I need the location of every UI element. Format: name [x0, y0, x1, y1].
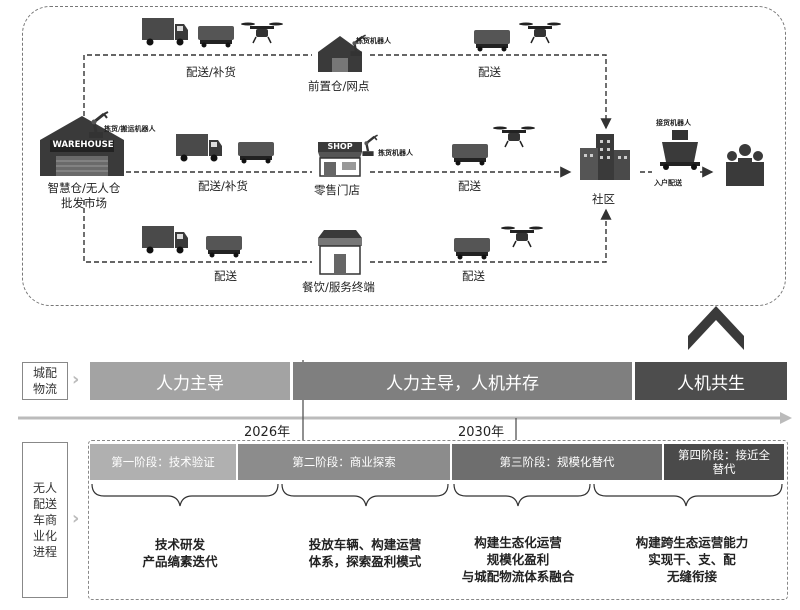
- bot-node-label: 餐饮/服务终端: [302, 280, 375, 294]
- stage4-text: 构建跨生态运营能力 实现干、支、配 无缝衔接: [612, 534, 772, 585]
- year-2026: 2026年: [244, 425, 291, 440]
- edge-top-right: [370, 54, 612, 130]
- edge-bot-right: [370, 208, 612, 263]
- stage3-line2: 规模化盈利: [486, 552, 550, 567]
- stage4-line3: 无缝衔接: [666, 569, 717, 584]
- stage4-line2: 实现干、支、配: [648, 552, 736, 567]
- row2-chevron: ›: [72, 508, 80, 529]
- stage4-line1: 构建跨生态运营能力: [635, 535, 749, 550]
- stage2-head: 第二阶段：商业探索: [238, 444, 450, 480]
- stages-frame: [88, 440, 788, 600]
- warehouse-label-1: 智慧仓/无人仓: [47, 181, 121, 195]
- stage2-line2: 体系，探索盈利模式: [308, 554, 422, 569]
- stage3-line3: 与城配物流体系融合: [461, 569, 575, 584]
- row1-chevron: ›: [72, 369, 80, 390]
- stage3-head: 第三阶段：规模化替代: [452, 444, 662, 480]
- top-edge-label-1: 配送/补货: [186, 65, 236, 79]
- edge-top-left: [83, 54, 312, 140]
- bot-edge-label-2: 配送: [462, 269, 485, 283]
- mid-node-label: 零售门店: [314, 183, 360, 197]
- up-chevron-icon: [688, 306, 744, 350]
- row2-title: 无人配送车商业化进程: [32, 481, 57, 559]
- band-human-machine: 人力主导，人机并存: [293, 362, 632, 400]
- store-icon: [318, 230, 362, 275]
- year-2030: 2030年: [458, 425, 505, 440]
- stage1-head: 第一阶段：技术验证: [90, 444, 236, 480]
- edge-bot-left: [83, 200, 312, 263]
- people-icon: [726, 144, 764, 186]
- stage1-text: 技术研发 产品缟素迭代: [110, 536, 250, 570]
- warehouse-sign: WAREHOUSE: [52, 140, 114, 150]
- stage1-line1: 技术研发: [154, 537, 205, 552]
- top-robot-label: 拣货机器人: [356, 37, 391, 45]
- warehouse-robot-label: 拣货/搬运机器人: [104, 125, 156, 133]
- community-label: 社区: [592, 192, 615, 206]
- stage4-head-text: 第四阶段：接近全替代: [678, 448, 770, 476]
- mid-edge-label-1: 配送/补货: [198, 179, 248, 193]
- warehouse-small-icon: [318, 36, 362, 72]
- warehouse-icon: [40, 116, 124, 176]
- band-human-led: 人力主导: [90, 362, 290, 400]
- bot-edge-label-1: 配送: [214, 269, 237, 283]
- shop-sign: SHOP: [327, 142, 353, 151]
- stage3-text: 构建生态化运营 规模化盈利 与城配物流体系融合: [438, 534, 598, 585]
- warehouse-label-2: 批发市场: [61, 196, 107, 210]
- stage2-line1: 投放车辆、构建运营: [308, 537, 422, 552]
- top-node-label: 前置仓/网点: [308, 79, 370, 93]
- mid-robot-label: 拣货机器人: [378, 149, 413, 157]
- last-mile-label: 入户配送: [654, 179, 682, 187]
- row2-title-box: 无人配送车商业化进程: [22, 442, 68, 598]
- stage4-head: 第四阶段：接近全替代: [664, 444, 784, 480]
- delivery-robot-icon: [660, 130, 700, 170]
- flow-dashed-frame: [22, 6, 786, 306]
- row1-title: 城配物流: [32, 366, 57, 396]
- row1-title-box: 城配物流: [22, 362, 68, 400]
- buildings-icon: [580, 134, 630, 180]
- stage1-line2: 产品缟素迭代: [142, 554, 218, 569]
- top-edge-label-2: 配送: [478, 65, 501, 79]
- mid-edge-label-2: 配送: [458, 179, 481, 193]
- stage3-line1: 构建生态化运营: [474, 535, 562, 550]
- stage2-text: 投放车辆、构建运营 体系，探索盈利模式: [290, 536, 440, 570]
- band-symbiosis: 人机共生: [635, 362, 787, 400]
- store-icon: [318, 142, 362, 177]
- delivery-robot-label: 接货机器人: [656, 119, 691, 127]
